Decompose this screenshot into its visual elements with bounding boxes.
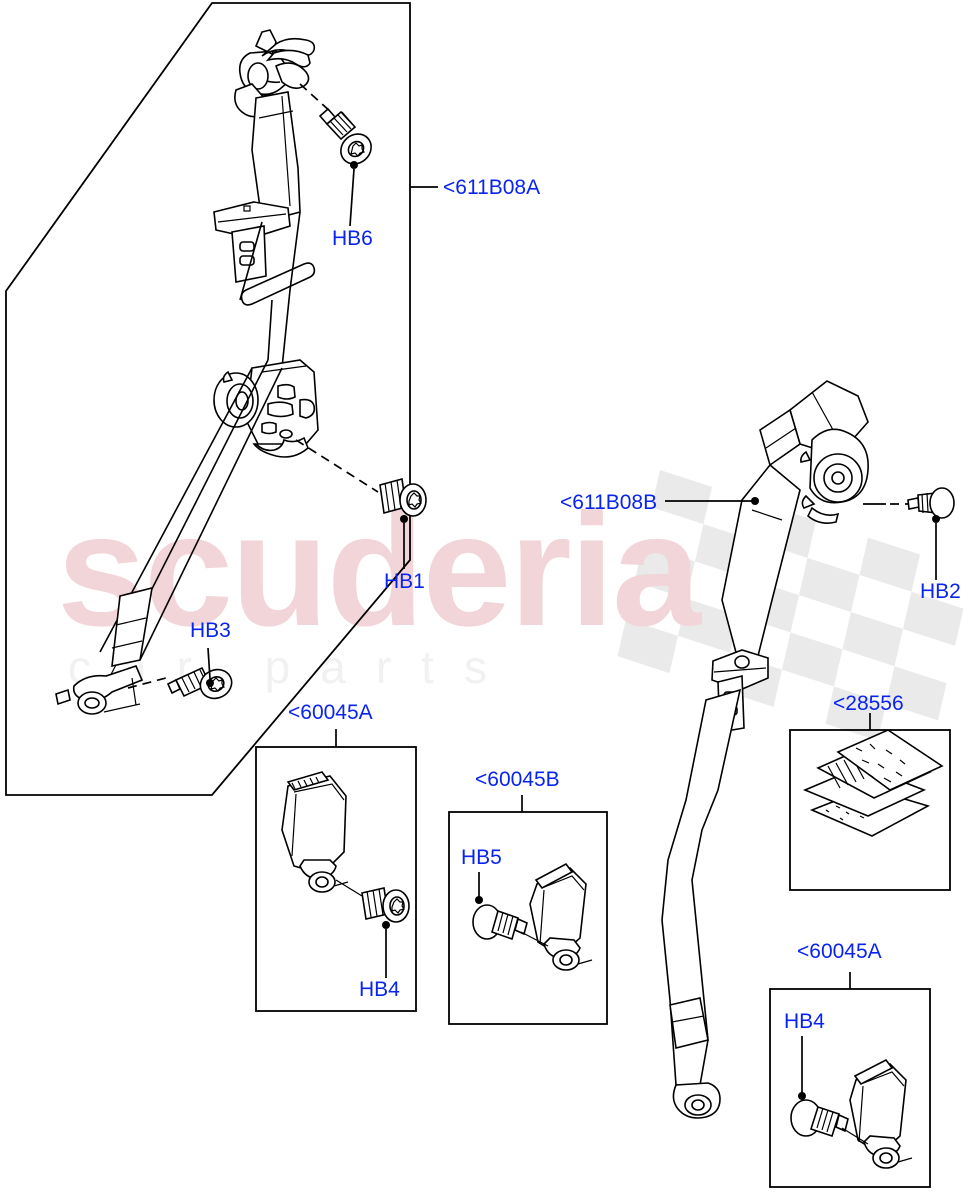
callout-hb5: HB5 [461, 846, 502, 869]
panel-611b08a-outline [5, 2, 411, 796]
callout-hb2: HB2 [920, 580, 961, 603]
bolt-hb4-right [790, 1036, 849, 1138]
lower-anchor-eyelet-right [672, 1082, 721, 1119]
callout-hb1: HB1 [384, 570, 425, 593]
buckle-60045a-right [849, 1058, 913, 1169]
bolt-hb6 [318, 107, 372, 227]
latch-plate-left [213, 201, 291, 283]
callout-611b08a: <611B08A [443, 176, 540, 199]
bolt-hb4-left [361, 887, 410, 978]
callout-60045b: <60045B [475, 768, 560, 791]
belt-webbing-lower-left-edge3 [139, 367, 283, 661]
retractor-assembly-left [213, 359, 319, 458]
seat-belt-assembly-left-drawing [55, 29, 319, 715]
bolt-hb3 [166, 647, 233, 700]
left-assembly-panel [5, 2, 411, 796]
panel-28556-group [789, 713, 951, 891]
hb1-alignment-dash [295, 439, 379, 493]
callout-611b08b: <611B08B [560, 491, 657, 514]
buckle-60045b [529, 862, 593, 971]
bolt-hb1 [379, 477, 427, 569]
trim-sample-stack [802, 729, 944, 837]
callout-28556: <28556 [833, 692, 904, 715]
watermark-primary-text: scuderia [57, 480, 702, 659]
bolt-hb2 [863, 487, 955, 580]
leader-611b08b [665, 497, 759, 505]
buckle-60045a-left [281, 771, 349, 893]
callout-hb4-right: HB4 [784, 1010, 825, 1033]
bolt-hb5 [472, 872, 528, 941]
panel-60045a-left-group [255, 729, 417, 1012]
callout-hb3: HB3 [190, 619, 231, 642]
panel-60045b-group [448, 795, 608, 1025]
upper-anchor-bracket-left [234, 29, 316, 118]
lower-anchor-eyelet-left [55, 665, 144, 715]
callout-hb6: HB6 [332, 227, 373, 250]
callout-60045a-left: <60045A [288, 701, 373, 724]
retractor-assembly-right [800, 428, 869, 524]
callout-hb4-left: HB4 [359, 978, 400, 1001]
hb6-alignment-dash [299, 83, 333, 114]
callout-60045a-right: <60045A [797, 940, 882, 963]
seat-belt-assembly-right-drawing [661, 380, 869, 1119]
panel-60045a-right-group [769, 972, 931, 1188]
